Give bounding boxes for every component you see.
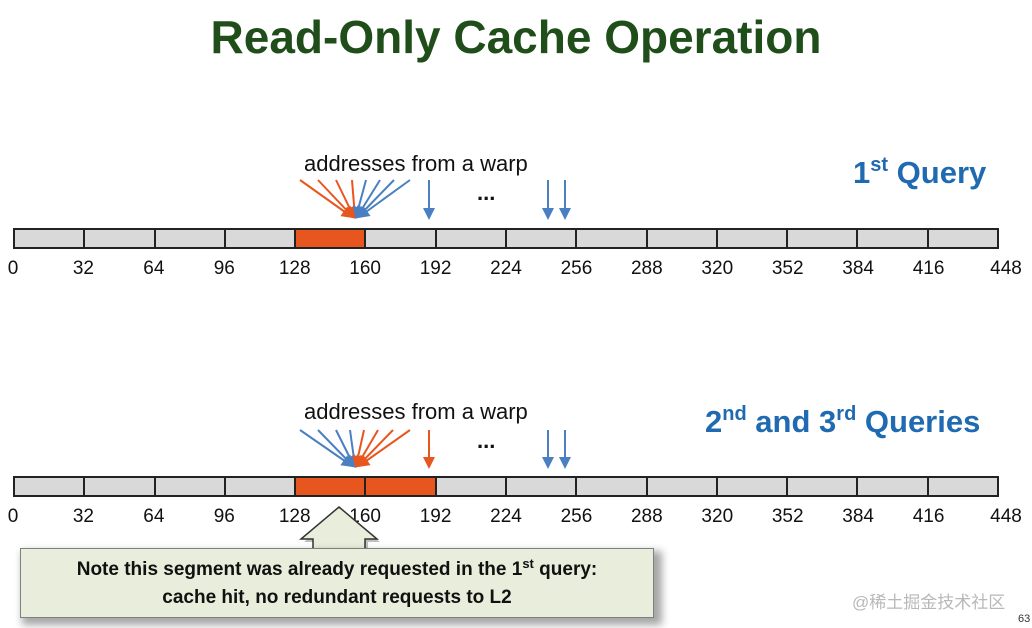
- memory-segment: [647, 478, 718, 495]
- address-tick-label: 192: [419, 506, 452, 527]
- query-label-2: 2nd and 3rd Queries: [705, 404, 980, 440]
- address-tick-label: 384: [842, 506, 874, 527]
- query-label-2-mid: and 3: [746, 404, 837, 439]
- memory-segment: [858, 478, 929, 495]
- query-label-1-number: 1: [853, 155, 871, 190]
- memory-segment: [85, 230, 156, 247]
- arrow-fan-1: [299, 179, 571, 220]
- address-tick-label: 0: [7, 506, 19, 527]
- query-label-2-number: 2: [705, 404, 723, 439]
- memory-segment: [15, 230, 86, 247]
- ellipsis-1: ...: [477, 180, 496, 205]
- note-line-2: cache hit, no redundant requests to L2: [162, 587, 512, 608]
- memory-segment: [928, 230, 997, 247]
- memory-segment: [296, 478, 367, 495]
- memory-segment: [788, 478, 859, 495]
- watermark: @稀土掘金技术社区: [852, 593, 1006, 612]
- query-label-1-text: Query: [888, 155, 987, 190]
- memory-segment: [928, 478, 997, 495]
- memory-segment: [85, 478, 156, 495]
- address-tick-label: 320: [701, 258, 734, 279]
- memory-segment: [788, 230, 859, 247]
- memory-segment: [15, 478, 86, 495]
- address-tick-label: 416: [912, 506, 945, 527]
- query-label-2-suffix2: rd: [836, 403, 857, 425]
- warp-label-2: addresses from a warp: [304, 399, 528, 424]
- memory-segment-bar-2: [13, 476, 999, 497]
- address-tick-label: 288: [630, 506, 663, 527]
- memory-segment: [506, 478, 578, 495]
- address-tick-label: 352: [771, 506, 804, 527]
- memory-segment: [225, 230, 297, 247]
- note-line-1: Note this segment was already requested …: [21, 556, 653, 584]
- memory-segment: [506, 230, 578, 247]
- address-tick-label: 288: [630, 258, 663, 279]
- ellipsis-2: ...: [477, 428, 496, 453]
- address-tick-label: 96: [213, 258, 235, 279]
- address-tick-label: 96: [213, 506, 235, 527]
- address-tick-label: 128: [278, 258, 311, 279]
- address-tick-label: 352: [771, 258, 804, 279]
- memory-segment: [366, 230, 437, 247]
- address-tick-label: 384: [842, 258, 874, 279]
- note-line-1-suffix: st: [522, 556, 534, 571]
- query-label-2-suffix: nd: [722, 403, 747, 425]
- address-tick-label: 128: [278, 506, 311, 527]
- memory-segment: [155, 478, 226, 495]
- address-tick-label: 0: [7, 258, 19, 279]
- memory-segment: [577, 230, 648, 247]
- memory-segment: [296, 230, 367, 247]
- memory-segment: [717, 230, 789, 247]
- memory-segment-bar-1: [13, 228, 999, 249]
- address-tick-label: 32: [72, 258, 94, 279]
- slide-number: 63: [1018, 613, 1031, 625]
- query-label-2-text: Queries: [856, 404, 981, 439]
- address-tick-label: 160: [349, 506, 381, 527]
- address-tick-label: 64: [143, 258, 165, 279]
- memory-segment: [577, 478, 648, 495]
- memory-segment: [366, 478, 437, 495]
- note-line-1-end: query:: [533, 559, 598, 580]
- slide-title: Read-Only Cache Operation: [210, 11, 822, 63]
- address-tick-label: 64: [143, 506, 165, 527]
- memory-segment: [858, 230, 929, 247]
- address-tick-label: 448: [990, 258, 1022, 279]
- arrow-fan-2: [299, 429, 571, 469]
- address-tick-label: 256: [560, 258, 593, 279]
- address-tick-label: 224: [490, 258, 522, 279]
- memory-segment: [647, 230, 718, 247]
- memory-segment: [436, 478, 507, 495]
- memory-segment: [436, 230, 507, 247]
- memory-segment: [717, 478, 789, 495]
- note-line-1-text: Note this segment was already requested …: [76, 559, 523, 580]
- address-tick-label: 224: [490, 506, 522, 527]
- address-tick-label: 32: [72, 506, 94, 527]
- address-tick-label: 320: [701, 506, 734, 527]
- query-label-1: 1st Query: [853, 155, 986, 191]
- warp-label-1: addresses from a warp: [304, 151, 528, 176]
- query-label-1-suffix: st: [870, 154, 889, 176]
- cache-hit-note: Note this segment was already requested …: [20, 548, 654, 618]
- address-tick-label: 256: [560, 506, 593, 527]
- address-tick-label: 160: [349, 258, 381, 279]
- address-tick-label: 416: [912, 258, 945, 279]
- memory-segment: [225, 478, 297, 495]
- memory-segment: [155, 230, 226, 247]
- address-tick-label: 448: [990, 506, 1022, 527]
- address-tick-label: 192: [419, 258, 452, 279]
